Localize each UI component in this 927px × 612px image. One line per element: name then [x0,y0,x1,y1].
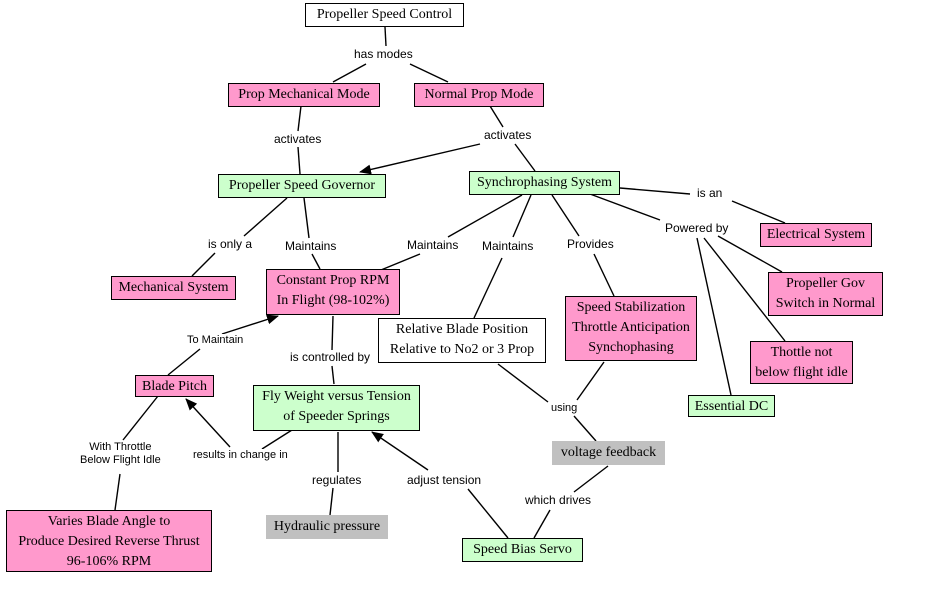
edge-maintains2-relblade [473,257,503,319]
node-propeller-gov-switch: Propeller Gov Switch in Normal [768,272,883,316]
node-mechanical-system: Mechanical System [111,276,236,300]
node-speed-stabilization-line3: Synchophasing [588,340,674,355]
edge-activates-synchro [514,143,536,172]
edge-servo-adjust [467,488,509,539]
node-varies-blade-angle-line2: Produce Desired Reverse Thrust [18,534,200,549]
node-throttle-not-below-idle-line2: below flight idle [755,365,848,380]
edge-whichdrives-servo [533,509,551,539]
node-hydraulic-pressure: Hydraulic pressure [266,515,388,539]
link-activates-normal: activates [482,128,534,142]
node-speed-stabilization-line1: Speed Stabilization [576,300,686,315]
edge-tomaintain-rpm-arrow [221,314,279,335]
link-maintains-governor: Maintains [283,239,339,253]
edge-maintains-rpm [311,253,321,270]
edge-maintains1-rpm [380,253,421,271]
edge-isonlya-mech [191,252,216,277]
edge-results-bladepitch-arrow [185,398,231,448]
edge-isan-electrical [731,200,786,224]
node-propeller-speed-governor: Propeller Speed Governor [218,174,386,198]
node-relative-blade-position-line2: Relative to No2 or 3 Prop [389,342,535,357]
edge-speedstab-using [576,361,605,401]
node-relative-blade-position-line1: Relative Blade Position [395,322,529,337]
edge-synchro-maintains2 [512,194,532,238]
link-is-controlled-by: is controlled by [288,350,373,364]
edge-using-voltage [573,415,597,442]
node-speed-bias-servo: Speed Bias Servo [462,538,583,562]
link-is-only-a: is only a [206,237,255,251]
node-voltage-feedback: voltage feedback [552,441,665,465]
link-provides: Provides [565,237,616,251]
edge-regulates-hydraulic [329,487,334,516]
link-with-throttle: With Throttle Below Flight Idle [78,441,163,467]
edge-poweredby-throttle [703,237,786,342]
link-has-modes: has modes [352,47,415,61]
edge-mech-activates [297,105,302,132]
node-fly-weight-tension-line2: of Speeder Springs [283,409,390,424]
node-throttle-not-below-idle-line1: Thottle not [770,345,833,360]
edge-activates-governor-arrow [359,143,481,175]
node-fly-weight-tension-line1: Fly Weight versus Tension [262,389,411,404]
edge-adjust-flyweight-arrow [371,431,429,471]
link-maintains-synchro-blade: Maintains [480,239,536,253]
node-propeller-gov-switch-line2: Switch in Normal [775,296,876,311]
edge-synchro-poweredby [589,193,661,221]
link-powered-by: Powered by [663,221,731,235]
edge-provides-speedstab [593,253,615,297]
node-essential-dc: Essential DC [688,395,775,417]
edge-gov-isonlya [243,197,288,237]
edge-activates-gov [297,146,301,175]
node-normal-prop-mode: Normal Prop Mode [414,83,544,107]
link-adjust-tension: adjust tension [405,473,484,487]
node-constant-prop-rpm-line2: In Flight (98-102%) [276,293,390,308]
edge-withthrottle-varies [114,473,121,511]
edge-psc-hasmodes [384,26,387,47]
node-propeller-speed-control: Propeller Speed Control [305,3,464,27]
node-fly-weight-tension: Fly Weight versus Tension of Speeder Spr… [253,385,420,431]
node-varies-blade-angle-line3: 96-106% RPM [66,554,152,569]
node-relative-blade-position: Relative Blade Position Relative to No2 … [378,318,546,363]
link-with-throttle-line2: Below Flight Idle [80,454,161,466]
node-synchrophasing-system: Synchrophasing System [469,171,620,195]
node-propeller-gov-switch-line1: Propeller Gov [786,276,865,291]
node-varies-blade-angle-line1: Varies Blade Angle to [47,514,171,529]
link-activates-mech: activates [272,132,324,146]
edge-synchro-isan [619,187,691,195]
edge-poweredby-essdc [696,237,732,396]
edge-relblade-using [497,363,549,403]
node-varies-blade-angle: Varies Blade Angle to Produce Desired Re… [6,510,212,572]
node-speed-stabilization: Speed Stabilization Throttle Anticipatio… [565,296,697,361]
node-throttle-not-below-idle: Thottle not below flight idle [750,341,853,384]
edge-controlled-flyweight [331,365,335,385]
edge-voltage-whichdrives [573,465,609,493]
edge-bladepitch-tomaintain [167,348,201,376]
edge-poweredby-propgov [717,235,783,273]
node-constant-prop-rpm: Constant Prop RPM In Flight (98-102%) [266,269,400,315]
link-results-in-change-in: results in change in [191,449,290,462]
edge-normal-activates [489,105,504,128]
link-to-maintain: To Maintain [185,334,246,347]
node-electrical-system: Electrical System [760,223,872,247]
edge-hasmodes-mech [332,63,367,83]
link-using: using [549,402,580,415]
link-is-an: is an [695,186,725,200]
edge-bladepitch-withthrottle [122,395,159,441]
node-constant-prop-rpm-line1: Constant Prop RPM [276,273,390,288]
edge-gov-maintains [303,197,310,239]
link-which-drives: which drives [523,493,594,507]
link-with-throttle-line1: With Throttle [89,441,152,453]
node-blade-pitch: Blade Pitch [135,375,214,397]
link-regulates: regulates [310,473,364,487]
edge-synchro-provides [551,194,580,237]
edge-rpm-controlled [331,315,334,351]
edge-synchro-maintains1 [447,194,523,238]
edge-hasmodes-normal [409,63,449,83]
node-speed-stabilization-line2: Throttle Anticipation [572,320,690,335]
edge-flyweight-results [261,429,293,450]
node-prop-mechanical-mode: Prop Mechanical Mode [228,83,380,107]
link-maintains-synchro-rpm: Maintains [405,238,461,252]
